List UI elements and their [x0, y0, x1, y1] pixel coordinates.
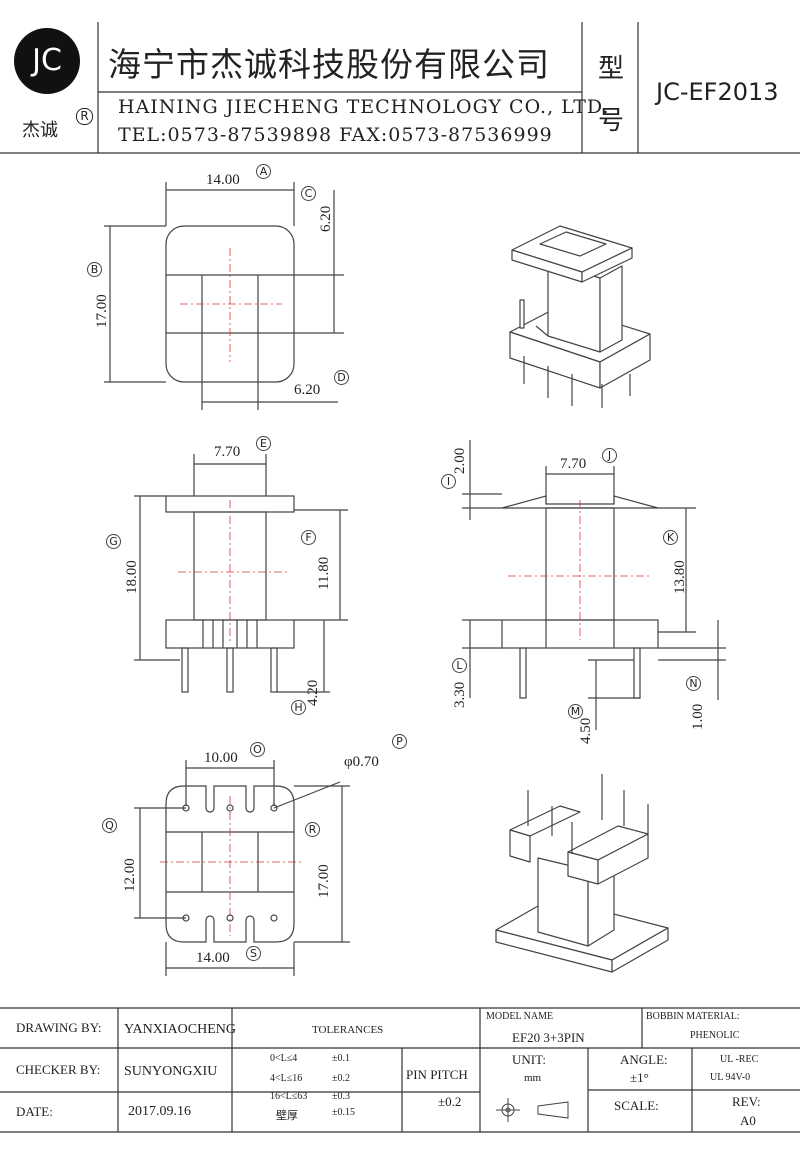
tolerances-label: TOLERANCES — [312, 1024, 384, 1036]
dim-l-value: 3.30 — [452, 681, 468, 708]
ul-94v0: UL 94V-0 — [710, 1072, 751, 1083]
dim-n-tag: N — [686, 676, 701, 691]
dim-f-value: 11.80 — [316, 556, 332, 590]
angle-value: ±1° — [630, 1070, 649, 1085]
company-name-en: HAINING JIECHENG TECHNOLOGY CO., LTD. — [118, 96, 610, 118]
unit-label: UNIT: — [512, 1052, 547, 1067]
ul-rec: UL -REC — [720, 1054, 759, 1065]
tol-range-1: 0<L≤4 — [270, 1053, 298, 1064]
dim-a-tag: A — [256, 164, 271, 179]
dim-n-value: 1.00 — [690, 703, 706, 730]
model-name-label: MODEL NAME — [486, 1011, 554, 1022]
unit-value: mm — [524, 1072, 542, 1084]
dim-g-tag: G — [106, 534, 121, 549]
dim-k-tag: K — [663, 530, 678, 545]
dim-f-tag: F — [301, 530, 316, 545]
angle-label: ANGLE: — [620, 1052, 668, 1067]
checker-by-label: CHECKER BY: — [16, 1062, 101, 1077]
dim-s-tag: S — [246, 946, 261, 961]
logo-brand-name: 杰诚 — [22, 120, 58, 141]
dim-g-value: 18.00 — [124, 560, 140, 594]
dim-m-tag: M — [568, 704, 583, 719]
dim-d-value: 6.20 — [294, 382, 321, 398]
type-label-2: 号 — [598, 106, 625, 136]
dim-b-tag: B — [87, 262, 102, 277]
dim-r-tag: R — [305, 822, 320, 837]
dim-c-tag: C — [301, 186, 316, 201]
type-label-1: 型 — [598, 54, 625, 84]
registered-mark: R — [76, 108, 93, 125]
dim-o-value: 10.00 — [204, 750, 238, 766]
tol-range-3: 16<L≤63 — [270, 1091, 308, 1102]
drawing-by-label: DRAWING BY: — [16, 1020, 102, 1035]
dim-q-tag: Q — [102, 818, 117, 833]
rev-value: A0 — [740, 1113, 756, 1128]
pin-pitch-label: PIN PITCH — [406, 1067, 468, 1082]
dim-i-value: 2.00 — [452, 447, 468, 474]
dim-r-value: 17.00 — [316, 864, 332, 898]
dim-l-tag: L — [452, 658, 467, 673]
bobbin-material-value: PHENOLIC — [690, 1030, 740, 1041]
dim-b-value: 17.00 — [94, 294, 110, 328]
date-value: 2017.09.16 — [128, 1104, 191, 1119]
company-name-cn: 海宁市杰诚科技股份有限公司 — [108, 45, 550, 84]
model-number: JC-EF2013 — [656, 78, 779, 106]
rev-label: REV: — [732, 1094, 761, 1109]
dim-j-tag: J — [602, 448, 617, 463]
tol-range-4: 壁厚 — [276, 1110, 298, 1122]
dim-m-value: 4.50 — [578, 717, 594, 744]
drawing-by-value: YANXIAOCHENG — [124, 1022, 236, 1037]
scale-label: SCALE: — [614, 1098, 659, 1113]
model-name-value: EF20 3+3PIN — [512, 1030, 585, 1045]
dim-a-value: 14.00 — [206, 172, 240, 188]
tol-value-4: ±0.15 — [332, 1107, 355, 1118]
dim-k-value: 13.80 — [672, 560, 688, 594]
dim-p-tag: P — [392, 734, 407, 749]
dim-o-tag: O — [250, 742, 265, 757]
company-contact: TEL:0573-87539898 FAX:0573-87536999 — [118, 124, 553, 146]
bobbin-material-label: BOBBIN MATERIAL: — [646, 1011, 740, 1022]
dim-s-value: 14.00 — [196, 950, 230, 966]
company-logo: JC — [14, 28, 80, 94]
dim-p-value: φ0.70 — [344, 754, 379, 770]
dim-d-tag: D — [334, 370, 349, 385]
dim-h-value: 4.20 — [305, 679, 321, 706]
dim-i-tag: I — [441, 474, 456, 489]
dim-q-value: 12.00 — [122, 858, 138, 892]
checker-by-value: SUNYONGXIU — [124, 1064, 218, 1079]
date-label: DATE: — [16, 1104, 53, 1119]
dim-j-value: 7.70 — [560, 456, 587, 472]
dim-e-value: 7.70 — [214, 444, 241, 460]
dim-e-tag: E — [256, 436, 271, 451]
tol-value-2: ±0.2 — [332, 1073, 350, 1084]
tol-value-3: ±0.3 — [332, 1091, 350, 1102]
tol-range-2: 4<L≤16 — [270, 1073, 303, 1084]
pin-pitch-value: ±0.2 — [438, 1094, 462, 1109]
dim-h-tag: H — [291, 700, 306, 715]
tol-value-1: ±0.1 — [332, 1053, 350, 1064]
dim-c-value: 6.20 — [318, 205, 334, 232]
